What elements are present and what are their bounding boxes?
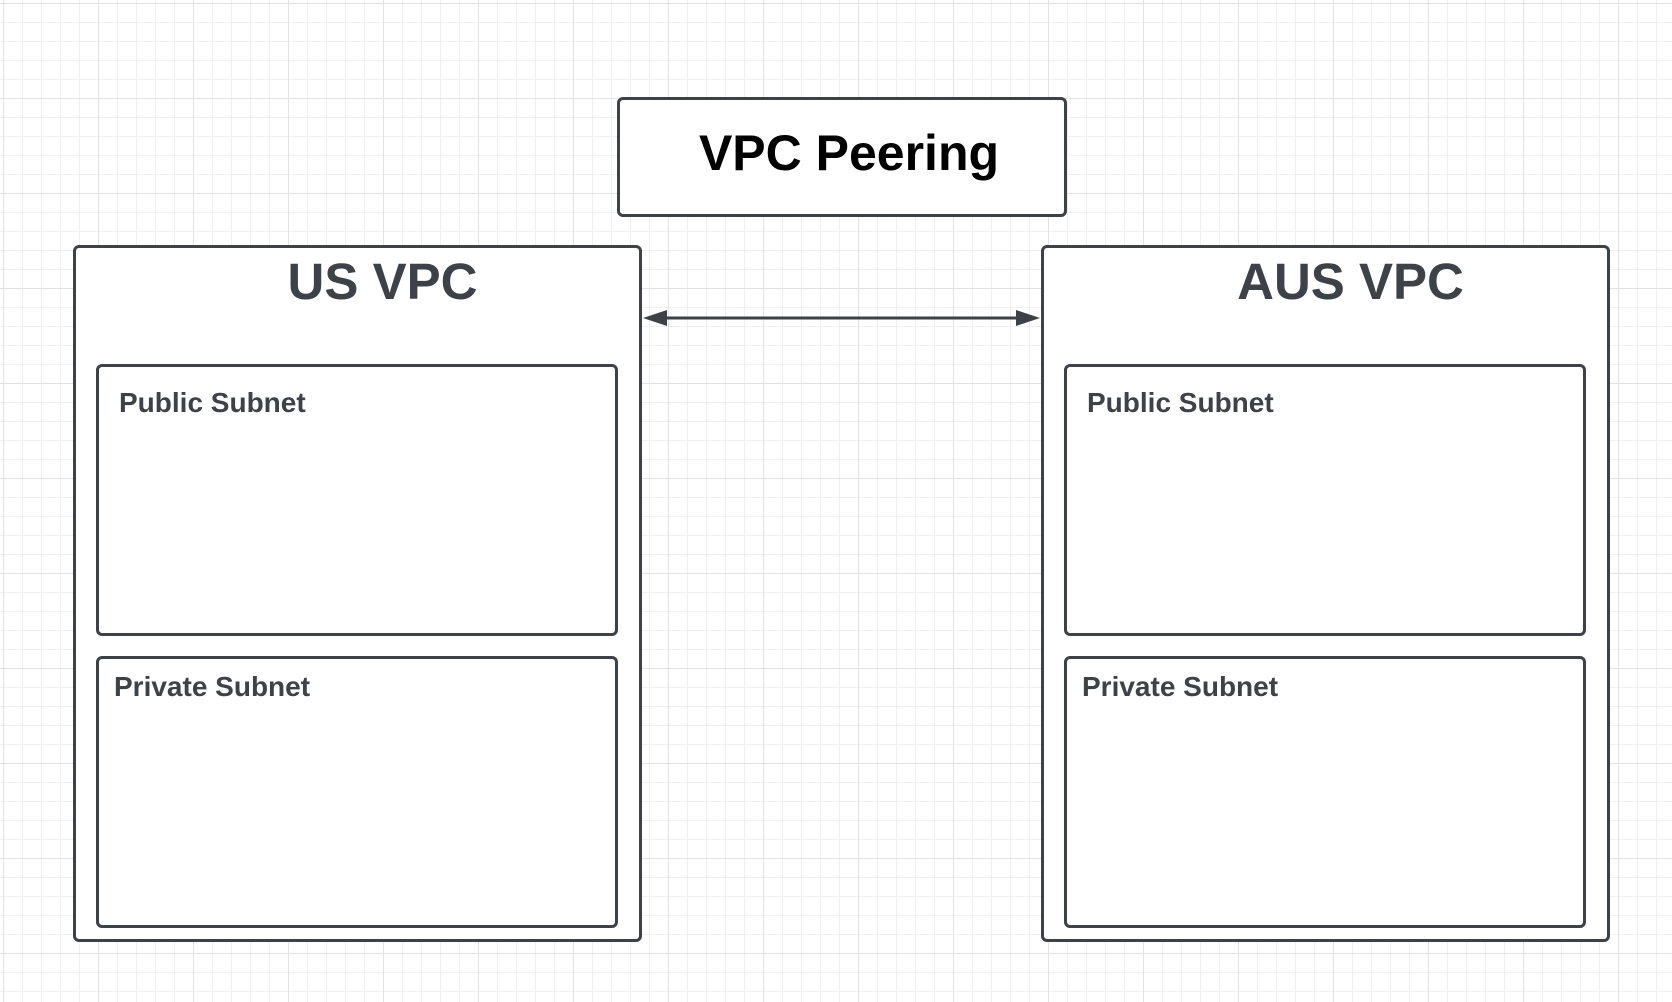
subnet-private-us[interactable]: Private Subnet — [96, 656, 618, 928]
vpc-title-us: US VPC — [287, 253, 478, 310]
subnet-public-aus[interactable]: Public Subnet — [1064, 364, 1586, 636]
subnet-public-us[interactable]: Public Subnet — [96, 364, 618, 636]
subnet-label: Private Subnet — [114, 671, 311, 702]
subnet-label: Public Subnet — [1087, 387, 1274, 418]
diagram-title: VPC Peering — [698, 125, 1000, 181]
vpc-container-aus[interactable]: AUS VPC Public Subnet Private Subnet — [1041, 245, 1610, 942]
vpc-container-us[interactable]: US VPC Public Subnet Private Subnet — [73, 245, 642, 942]
subnet-label: Public Subnet — [119, 387, 306, 418]
arrowhead-left-icon — [643, 310, 667, 326]
subnet-label: Private Subnet — [1082, 671, 1279, 702]
title-box[interactable]: VPC Peering — [617, 97, 1067, 217]
arrowhead-right-icon — [1016, 310, 1040, 326]
vpc-title-aus: AUS VPC — [1237, 253, 1464, 310]
subnet-private-aus[interactable]: Private Subnet — [1064, 656, 1586, 928]
